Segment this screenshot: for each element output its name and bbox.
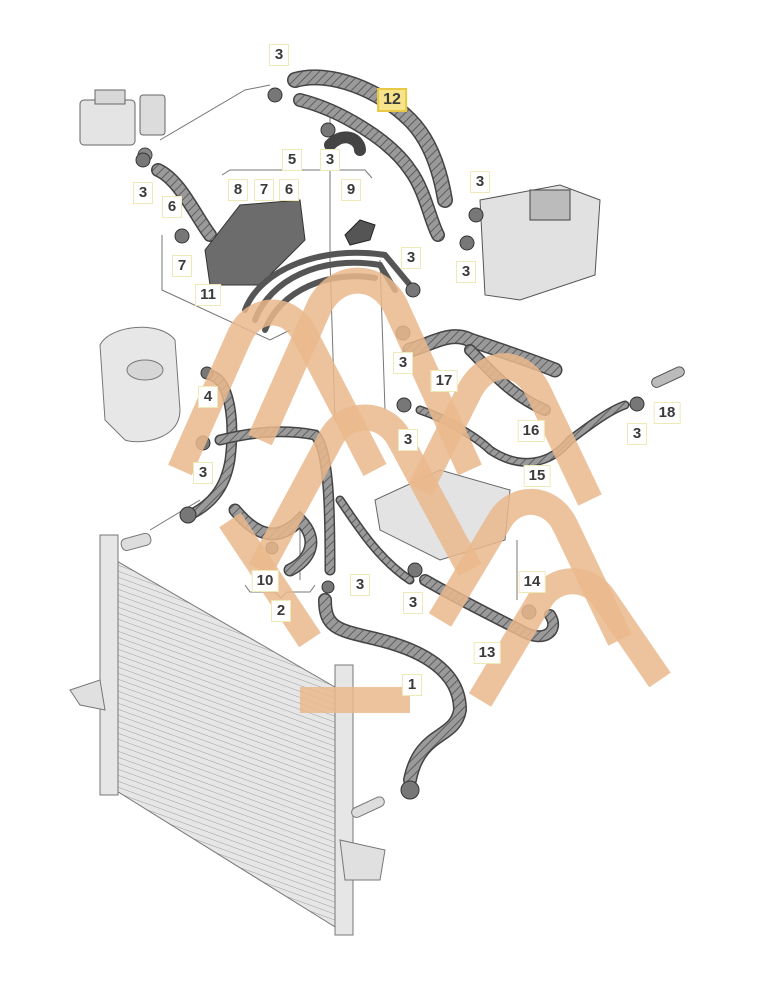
hose-1 [318, 593, 468, 787]
callout-part-3[interactable]: 3 [398, 429, 418, 451]
bracket-9 [344, 219, 376, 246]
callout-part-17[interactable]: 17 [430, 370, 458, 392]
callout-part-3[interactable]: 3 [456, 261, 476, 283]
radiator [69, 532, 386, 936]
callout-part-4[interactable]: 4 [198, 386, 218, 408]
callout-part-3[interactable]: 3 [401, 247, 421, 269]
callout-part-6[interactable]: 6 [279, 179, 299, 201]
callout-part-7[interactable]: 7 [172, 255, 192, 277]
callout-part-3[interactable]: 3 [627, 423, 647, 445]
callout-part-15[interactable]: 15 [523, 465, 551, 487]
callout-part-13[interactable]: 13 [473, 642, 501, 664]
hose-6 [151, 163, 217, 242]
callout-part-7[interactable]: 7 [254, 179, 274, 201]
control-bracket-right [479, 184, 601, 301]
callout-part-2[interactable]: 2 [271, 600, 291, 622]
callout-part-18[interactable]: 18 [653, 402, 681, 424]
callout-part-6[interactable]: 6 [162, 196, 182, 218]
coolant-pump-block-8 [204, 199, 306, 286]
callout-part-12[interactable]: 12 [377, 88, 407, 112]
callout-part-3[interactable]: 3 [470, 171, 490, 193]
callout-part-3[interactable]: 3 [133, 182, 153, 204]
callout-part-10[interactable]: 10 [251, 570, 279, 592]
callout-part-14[interactable]: 14 [518, 571, 546, 593]
pipe-18 [651, 366, 685, 388]
callout-part-3[interactable]: 3 [393, 352, 413, 374]
callout-part-3[interactable]: 3 [320, 149, 340, 171]
callout-part-3[interactable]: 3 [193, 462, 213, 484]
callout-part-5[interactable]: 5 [282, 149, 302, 171]
callout-part-3[interactable]: 3 [403, 592, 423, 614]
callout-part-3[interactable]: 3 [350, 574, 370, 596]
callout-part-16[interactable]: 16 [517, 420, 545, 442]
expansion-tank [99, 326, 181, 443]
callout-part-9[interactable]: 9 [341, 179, 361, 201]
callout-part-8[interactable]: 8 [228, 179, 248, 201]
callout-part-3[interactable]: 3 [269, 44, 289, 66]
heater-valve-unit [79, 89, 166, 163]
callout-part-1[interactable]: 1 [402, 674, 422, 696]
callout-part-11[interactable]: 11 [195, 284, 221, 306]
control-module [374, 469, 511, 561]
hose-assembly-12 [287, 69, 453, 242]
